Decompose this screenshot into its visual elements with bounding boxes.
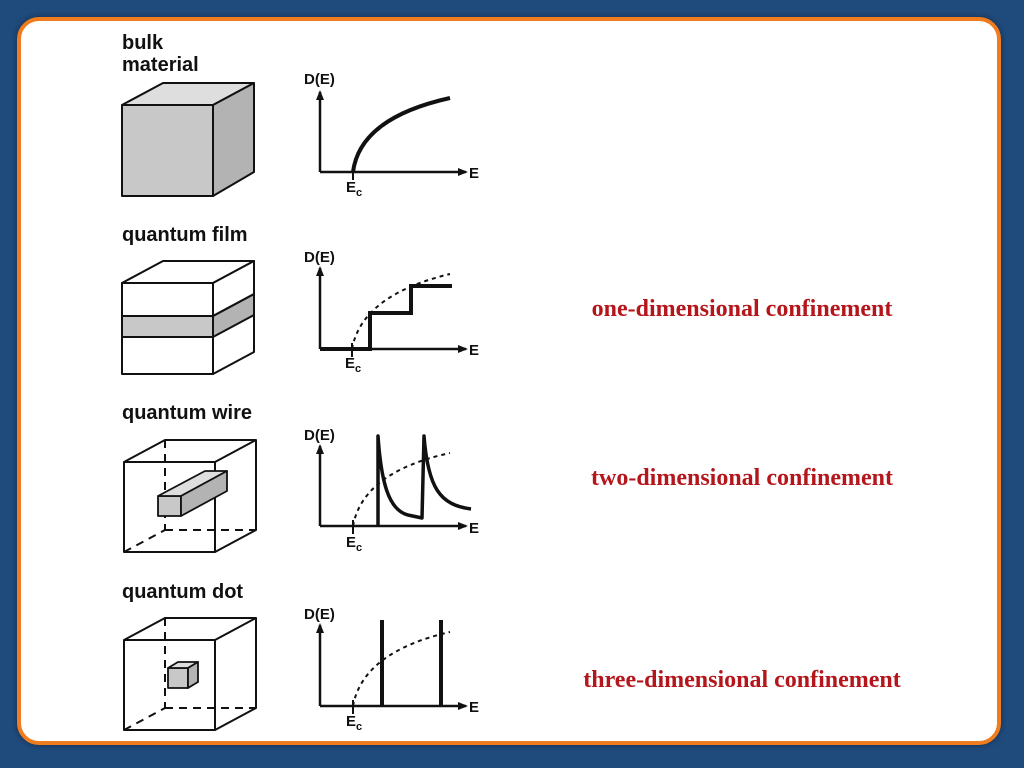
film-box bbox=[121, 260, 255, 375]
y-axis-label: D(E) bbox=[304, 249, 335, 266]
wire-bar bbox=[157, 470, 228, 517]
dos-plot-film: D(E) E Ec bbox=[304, 249, 479, 375]
y-axis-label: D(E) bbox=[304, 71, 335, 88]
dos-curve-bulk bbox=[351, 96, 451, 173]
dos-bulk-reference bbox=[352, 631, 451, 707]
panel-quantum-film: quantum film D(E) E Ec one-dimensional c… bbox=[121, 224, 893, 375]
panel-label-bulk-line2: material bbox=[122, 54, 199, 76]
threshold-label: Ec bbox=[346, 713, 362, 733]
panel-label-dot: quantum dot bbox=[122, 581, 243, 603]
dos-peaks-wire bbox=[376, 434, 472, 526]
wire-box bbox=[123, 439, 257, 553]
dot-box bbox=[123, 617, 257, 731]
confinement-label-wire: two-dimensional confinement bbox=[591, 465, 893, 491]
panel-label-film: quantum film bbox=[122, 224, 248, 246]
dos-plot-bulk: D(E) E Ec bbox=[304, 71, 479, 199]
y-axis-label: D(E) bbox=[304, 606, 335, 623]
x-axis-label: E bbox=[469, 165, 479, 182]
bulk-cube bbox=[121, 82, 255, 197]
panel-bulk: bulk material D(E) E Ec bbox=[121, 32, 479, 199]
dos-plot-dot: D(E) E Ec bbox=[304, 606, 479, 733]
dos-steps-film bbox=[320, 284, 452, 351]
panel-label-wire: quantum wire bbox=[122, 402, 252, 424]
panel-quantum-dot: quantum dot D(E) E Ec three-di bbox=[122, 581, 901, 733]
y-axis-label: D(E) bbox=[304, 427, 335, 444]
x-axis-label: E bbox=[469, 520, 479, 537]
threshold-label: Ec bbox=[345, 355, 361, 375]
threshold-label: Ec bbox=[346, 534, 362, 554]
dot-cube bbox=[167, 661, 199, 689]
panel-label-bulk: bulk bbox=[122, 32, 164, 54]
x-axis-label: E bbox=[469, 699, 479, 716]
x-axis-label: E bbox=[469, 342, 479, 359]
threshold-label: Ec bbox=[346, 179, 362, 199]
dos-bulk-reference bbox=[352, 452, 451, 527]
confinement-label-film: one-dimensional confinement bbox=[592, 296, 893, 322]
dos-plot-wire: D(E) E Ec bbox=[304, 427, 479, 554]
dos-bulk-reference bbox=[351, 273, 451, 350]
panel-quantum-wire: quantum wire D(E) E Ec two-dimensiona bbox=[122, 402, 893, 554]
confinement-label-dot: three-dimensional confinement bbox=[583, 667, 901, 693]
